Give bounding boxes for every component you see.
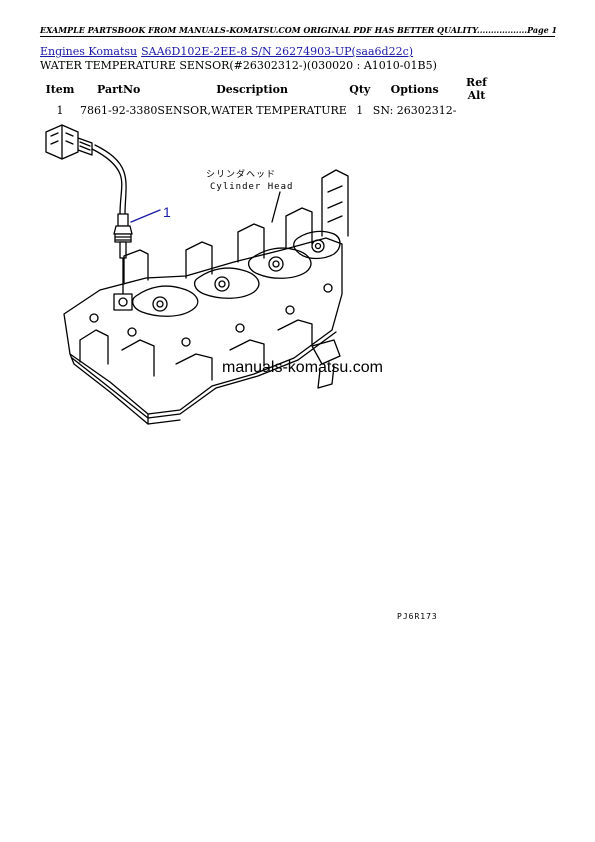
col-header-qty: Qty: [349, 82, 371, 96]
breadcrumb-link-engines[interactable]: Engines Komatsu: [40, 45, 138, 58]
cell-ref-alt: [456, 102, 496, 118]
cell-options: SN: 26302312-: [372, 103, 457, 117]
sensor-wire: [91, 144, 127, 215]
table-row: 1 7861-92-3380 SENSOR,WATER TEMPERATURE …: [40, 102, 496, 118]
cell-item: 1: [56, 103, 64, 117]
figure-code: PJ6R173: [397, 612, 438, 621]
page-header: EXAMPLE PARTSBOOK FROM MANUALS-KOMATSU.C…: [40, 25, 558, 35]
cell-qty: 1: [356, 103, 364, 117]
breadcrumb-link-model[interactable]: SAA6D102E-2EE-8 S/N 26274903-UP(saa6d22c…: [141, 45, 414, 58]
col-header-item: Item: [45, 82, 75, 96]
callout-leader: [130, 209, 161, 223]
cell-description: SENSOR,WATER TEMPERATURE: [157, 103, 347, 117]
col-header-options: Options: [390, 82, 439, 96]
col-header-description: Description: [216, 82, 288, 96]
cell-partno: 7861-92-3380: [80, 103, 158, 117]
parts-table: Item PartNo Description Qty Options Ref …: [40, 76, 496, 118]
parts-diagram: 1 シリンダヘッド Cylinder Head manuals-komatsu.…: [45, 124, 383, 425]
cylinder-head-label-en: Cylinder Head: [210, 182, 293, 192]
callout-number: 1: [163, 204, 171, 220]
cylinder-head-drawing: [63, 169, 349, 425]
cylinder-head-leader: [271, 191, 281, 223]
table-header-row: Item PartNo Description Qty Options Ref …: [40, 76, 496, 102]
watermark-text: manuals-komatsu.com: [222, 359, 383, 376]
col-header-ref-alt: Ref Alt: [466, 76, 487, 102]
section-title: WATER TEMPERATURE SENSOR(#26302312-)(030…: [40, 59, 437, 72]
sensor-connector: [45, 124, 93, 160]
cylinder-head-label-jp: シリンダヘッド: [206, 168, 276, 180]
water-temperature-sensor: [113, 213, 133, 295]
header-rule: [40, 36, 555, 37]
col-header-partno: PartNo: [97, 82, 141, 96]
